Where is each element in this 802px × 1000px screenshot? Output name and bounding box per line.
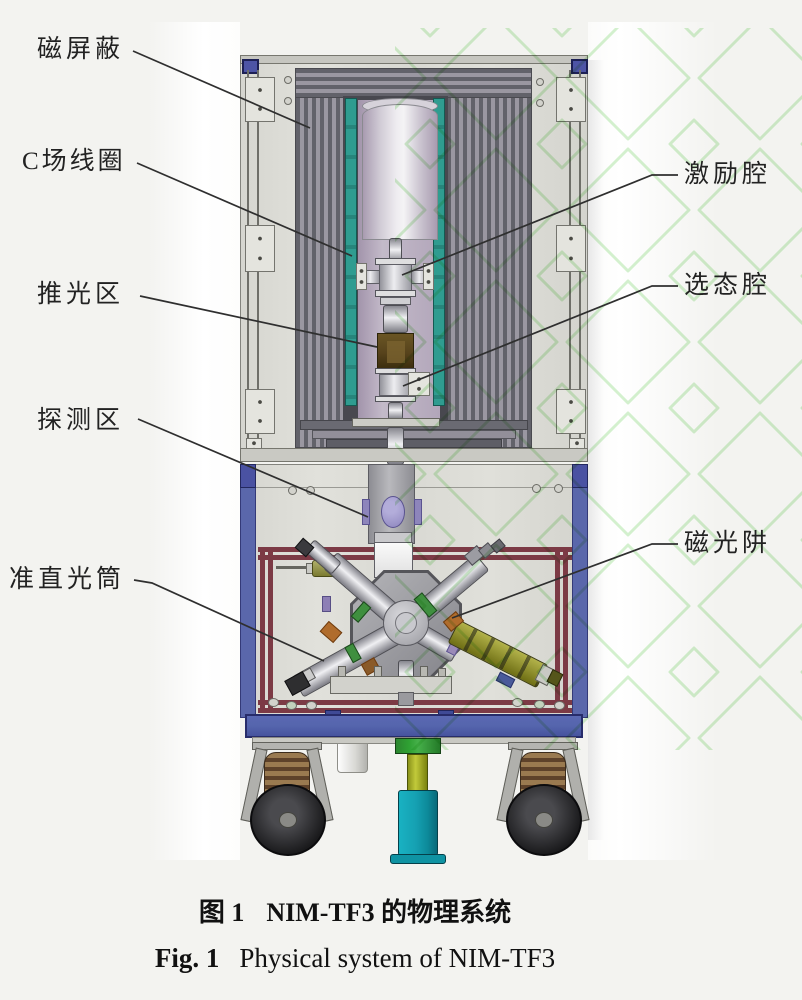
label-magneto-optical-trap: 磁光阱 bbox=[684, 530, 772, 557]
excitation-cavity-end-plate bbox=[356, 263, 367, 290]
label-c-field-coil: C场线圈 bbox=[22, 148, 126, 175]
label-state-selection-cavity: 选态腔 bbox=[684, 272, 772, 299]
green-diamond-pattern bbox=[395, 28, 802, 750]
viewport-small bbox=[322, 596, 331, 612]
panel-hole bbox=[284, 76, 292, 84]
label-magnetic-shield: 磁屏蔽 bbox=[37, 36, 125, 63]
collimator-rod bbox=[276, 566, 316, 569]
foot-pad bbox=[286, 701, 297, 710]
label-excitation-cavity: 激励腔 bbox=[684, 161, 772, 188]
caption-cn-title: NIM-TF3 的物理系统 bbox=[266, 898, 512, 927]
jack-body bbox=[398, 790, 438, 856]
corner-block-top-left bbox=[242, 59, 259, 74]
small-cylinder bbox=[337, 743, 368, 773]
detection-window-left bbox=[362, 499, 370, 525]
jack-foot bbox=[390, 854, 446, 864]
caster-plate bbox=[252, 742, 322, 750]
foot-pad bbox=[268, 698, 279, 707]
magnetic-shield-wall-left bbox=[295, 68, 345, 448]
c-field-coil-strip-left bbox=[345, 98, 357, 406]
caption-chinese: 图 1 NIM-TF3 的物理系统 bbox=[0, 892, 710, 929]
label-detection-region: 探测区 bbox=[37, 407, 125, 434]
caster-hub bbox=[535, 812, 553, 828]
caster-wheel-left bbox=[240, 742, 334, 858]
hinge-bracket bbox=[245, 389, 275, 434]
caption-english: Fig. 1 Physical system of NIM-TF3 bbox=[0, 943, 710, 974]
maroon-post-left bbox=[268, 547, 273, 713]
hinge-bracket bbox=[245, 225, 275, 272]
leader-lines bbox=[132, 50, 678, 662]
maroon-post-left bbox=[260, 547, 265, 713]
caption-cn-number: 图 1 bbox=[198, 898, 245, 927]
blue-corner-block bbox=[240, 464, 256, 488]
background-highlight-left bbox=[148, 22, 240, 860]
figure-caption: 图 1 NIM-TF3 的物理系统 Fig. 1 Physical system o… bbox=[0, 885, 802, 1000]
foot-pad bbox=[306, 701, 317, 710]
label-collimation-tube: 准直光筒 bbox=[9, 566, 126, 593]
label-push-light-region: 推光区 bbox=[37, 281, 125, 308]
caster-hub bbox=[279, 812, 297, 828]
panel-hole bbox=[284, 97, 292, 105]
panel-hole bbox=[288, 486, 297, 495]
caption-en-number: Fig. 1 bbox=[154, 943, 220, 973]
hinge-bracket bbox=[245, 77, 275, 122]
caption-en-title: Physical system of NIM-TF3 bbox=[239, 943, 556, 973]
